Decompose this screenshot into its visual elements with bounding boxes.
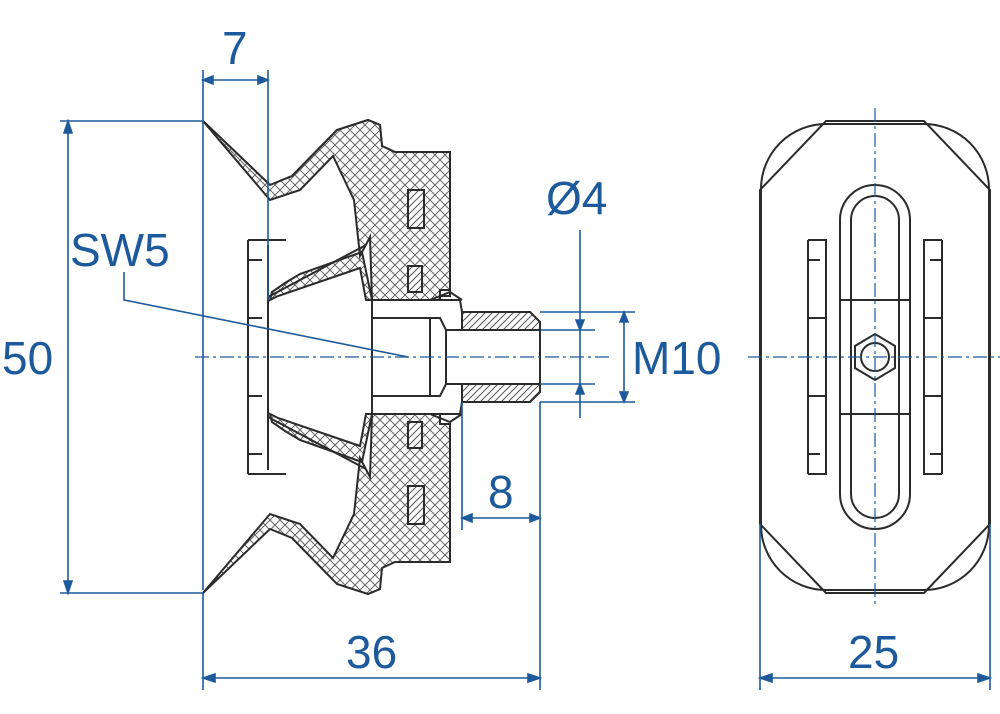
bellows-lower-section	[202, 412, 451, 596]
centerlines-front	[748, 108, 1000, 606]
inner-slot-outer	[839, 184, 911, 530]
label-dim-8: 8	[488, 466, 514, 518]
inner-cone-lower	[267, 416, 367, 470]
dimensions	[60, 70, 993, 690]
insert-pocket-mid-lower	[407, 421, 423, 449]
label-dim-36: 36	[346, 626, 397, 678]
insert-pocket-upper	[407, 189, 425, 229]
stud-thread-hatch-upper	[461, 311, 541, 331]
inner-cone-upper	[267, 244, 367, 298]
label-dim-sw5: SW5	[70, 224, 170, 276]
inner-slot	[850, 195, 900, 519]
label-dim-50: 50	[2, 332, 53, 384]
bellows-upper-section	[202, 118, 451, 302]
hex-nut	[854, 332, 896, 382]
insert-pocket-mid-upper	[407, 265, 423, 293]
stud-collar	[429, 290, 463, 424]
insert-pocket-lower	[407, 485, 425, 525]
stud-bore	[372, 317, 540, 397]
label-dim-25: 25	[848, 626, 899, 678]
stud-thread-hatch-lower	[461, 383, 541, 403]
label-dim-phi4: Ø4	[546, 172, 607, 224]
label-dim-7: 7	[222, 22, 248, 74]
front-outline-oval	[760, 123, 990, 591]
label-dim-m10: M10	[632, 332, 721, 384]
dimension-labels: 7 50 SW5 Ø4 M10 8 36 25	[2, 22, 899, 678]
